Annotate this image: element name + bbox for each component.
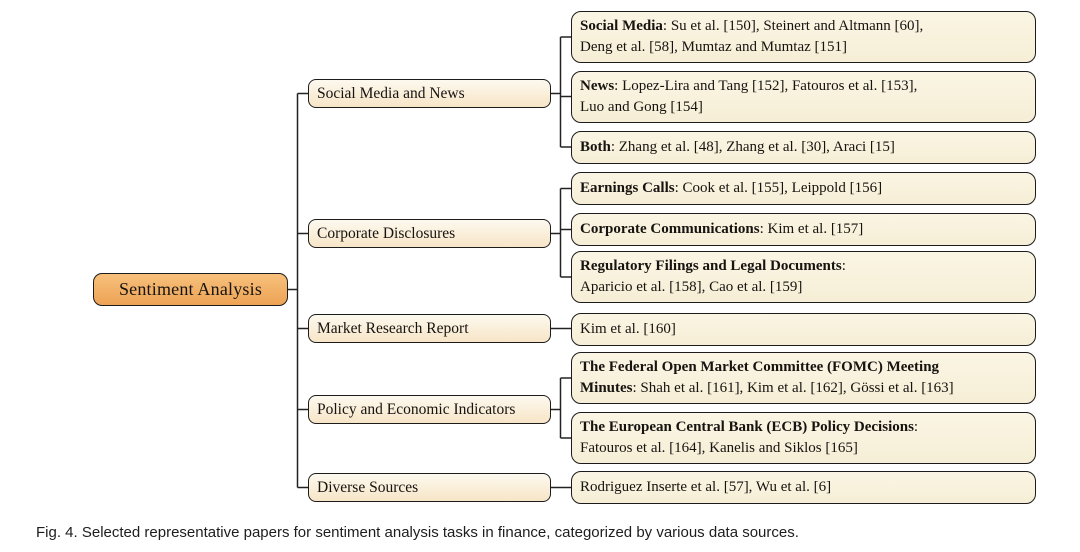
tree-leaf-ecb-policy-decisions: The European Central Bank (ECB) Policy D… (571, 412, 1036, 464)
leaf-citations: : Su et al. [150], Steinert and Altmann … (580, 18, 924, 55)
category-label: Diverse Sources (317, 478, 419, 496)
leaf-prefix: Earnings Calls (580, 180, 675, 196)
root-label: Sentiment Analysis (118, 279, 263, 299)
tree-node-diverse-sources: Diverse Sources (308, 473, 551, 502)
leaf-prefix: Corporate Communications (580, 221, 760, 237)
tree-leaf-news: News: Lopez-Lira and Tang [152], Fatouro… (571, 71, 1036, 123)
leaf-prefix: Both (580, 139, 611, 155)
leaf-prefix: Regulatory Filings and Legal Documents (580, 258, 842, 274)
leaf-citations: Kim et al. [160] (580, 321, 676, 337)
leaf-prefix: The Federal Open Market Committee (FOMC)… (580, 359, 940, 396)
leaf-prefix: The European Central Bank (ECB) Policy D… (580, 419, 914, 435)
category-label: Market Research Report (317, 319, 469, 337)
tree-leaf-corporate-communications: Corporate Communications: Kim et al. [15… (571, 213, 1036, 246)
category-label: Policy and Economic Indicators (317, 400, 516, 418)
category-label: Social Media and News (317, 84, 465, 102)
tree-leaf-earnings-calls: Earnings Calls: Cook et al. [155], Leipp… (571, 172, 1036, 205)
leaf-citations: : Lopez-Lira and Tang [152], Fatouros et… (580, 78, 918, 115)
tree-leaf-market-research: Kim et al. [160] (571, 313, 1036, 346)
tree-node-sentiment-analysis: Sentiment Analysis (93, 273, 288, 306)
leaf-citations: : Cook et al. [155], Leippold [156] (674, 180, 883, 196)
tree-node-social-media-and-news: Social Media and News (308, 79, 551, 108)
tree-leaf-diverse-sources: Rodriguez Inserte et al. [57], Wu et al.… (571, 471, 1036, 504)
leaf-prefix: News (580, 78, 615, 94)
leaf-citations: : Fatouros et al. [164], Kanelis and Sik… (580, 419, 919, 456)
tree-node-policy-and-economic-indicators: Policy and Economic Indicators (308, 395, 551, 424)
tree-leaf-social-media: Social Media: Su et al. [150], Steinert … (571, 11, 1036, 63)
leaf-citations: : Aparicio et al. [158], Cao et al. [159… (580, 258, 846, 295)
figure-caption: Fig. 4. Selected representative papers f… (36, 524, 799, 541)
leaf-citations: : Kim et al. [157] (759, 221, 864, 237)
tree-node-corporate-disclosures: Corporate Disclosures (308, 219, 551, 248)
leaf-citations: : Zhang et al. [48], Zhang et al. [30], … (610, 139, 895, 155)
tree-node-market-research-report: Market Research Report (308, 314, 551, 343)
leaf-citations: : Shah et al. [161], Kim et al. [162], G… (632, 380, 954, 396)
tree-leaf-both: Both: Zhang et al. [48], Zhang et al. [3… (571, 131, 1036, 164)
category-label: Corporate Disclosures (317, 224, 456, 242)
leaf-prefix: Social Media (580, 18, 663, 34)
tree-leaf-regulatory-filings: Regulatory Filings and Legal Documents: … (571, 251, 1036, 303)
leaf-citations: Rodriguez Inserte et al. [57], Wu et al.… (580, 479, 832, 495)
tree-leaf-fomc-minutes: The Federal Open Market Committee (FOMC)… (571, 352, 1036, 404)
